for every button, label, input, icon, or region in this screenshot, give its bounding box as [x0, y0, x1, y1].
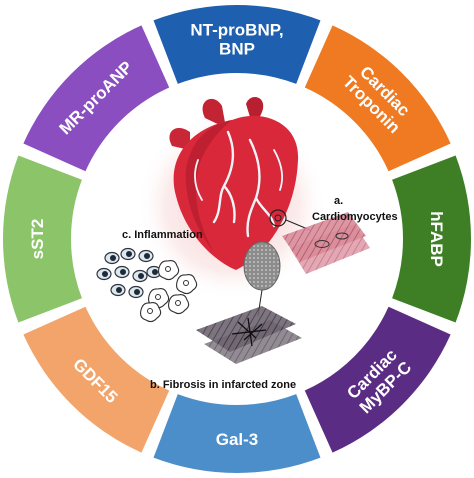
biomarker-label-line: sST2: [28, 219, 47, 260]
ring-segment: [392, 155, 471, 323]
heart-icon: [169, 97, 299, 270]
ring-segment: [304, 306, 451, 453]
biomarker-ring: [2, 5, 471, 473]
inflammation-label: c. Inflammation: [122, 229, 203, 241]
immune-cell-nucleus: [144, 253, 150, 259]
immune-cell-nucleus: [152, 269, 158, 275]
macrophage-cell: [176, 274, 198, 295]
cardiomyocyte-marker: [269, 209, 287, 227]
macrophage-nucleus: [147, 308, 153, 314]
ring-segment: [304, 25, 451, 172]
macrophage-nucleus: [155, 294, 161, 300]
immune-cell-nucleus: [116, 287, 122, 293]
macrophage-nucleus: [183, 280, 189, 286]
cardiomyocyte-tissue: [282, 212, 370, 274]
immune-cell-nucleus: [102, 271, 108, 277]
ring-segment: [153, 5, 321, 84]
biomarker-label: Gal-3: [216, 430, 259, 449]
infarct-zone: [243, 241, 281, 291]
immune-cell-nucleus: [110, 255, 116, 261]
fibrosis-label: b. Fibrosis in infarcted zone: [150, 379, 296, 391]
ring-segment: [23, 306, 170, 453]
ring-segment: [23, 25, 170, 172]
fibrosis-tissue: [196, 306, 302, 364]
center-illustration: a. Cardiomyocytes c. Inflammation b. Fib…: [96, 97, 398, 391]
immune-cell-nucleus: [126, 251, 132, 257]
ring-segment: [153, 394, 321, 473]
immune-cell-nucleus: [138, 273, 144, 279]
cardiomyocytes-label-a: a.: [334, 195, 343, 207]
biomarker-label-line: BNP: [219, 40, 255, 59]
biomarker-label: hFABP: [427, 211, 446, 267]
biomarker-label: sST2: [28, 219, 47, 260]
macrophage-cell: [140, 302, 162, 323]
macrophage-cell: [158, 260, 180, 281]
biomarker-label-line: Gal-3: [216, 430, 259, 449]
immune-cell-nucleus: [120, 269, 126, 275]
biomarker-label-line: hFABP: [427, 211, 446, 267]
biomarker-label-line: NT-proBNP,: [190, 21, 283, 40]
biomarker-label: NT-proBNP,BNP: [190, 21, 283, 59]
inflammation-cells: [96, 247, 198, 323]
macrophage-nucleus: [175, 300, 181, 306]
ring-segment: [2, 155, 82, 323]
macrophage-cell: [168, 294, 190, 315]
macrophage-nucleus: [165, 266, 171, 272]
immune-cell-nucleus: [134, 289, 140, 295]
cardiomyocytes-label: Cardiomyocytes: [312, 211, 398, 223]
